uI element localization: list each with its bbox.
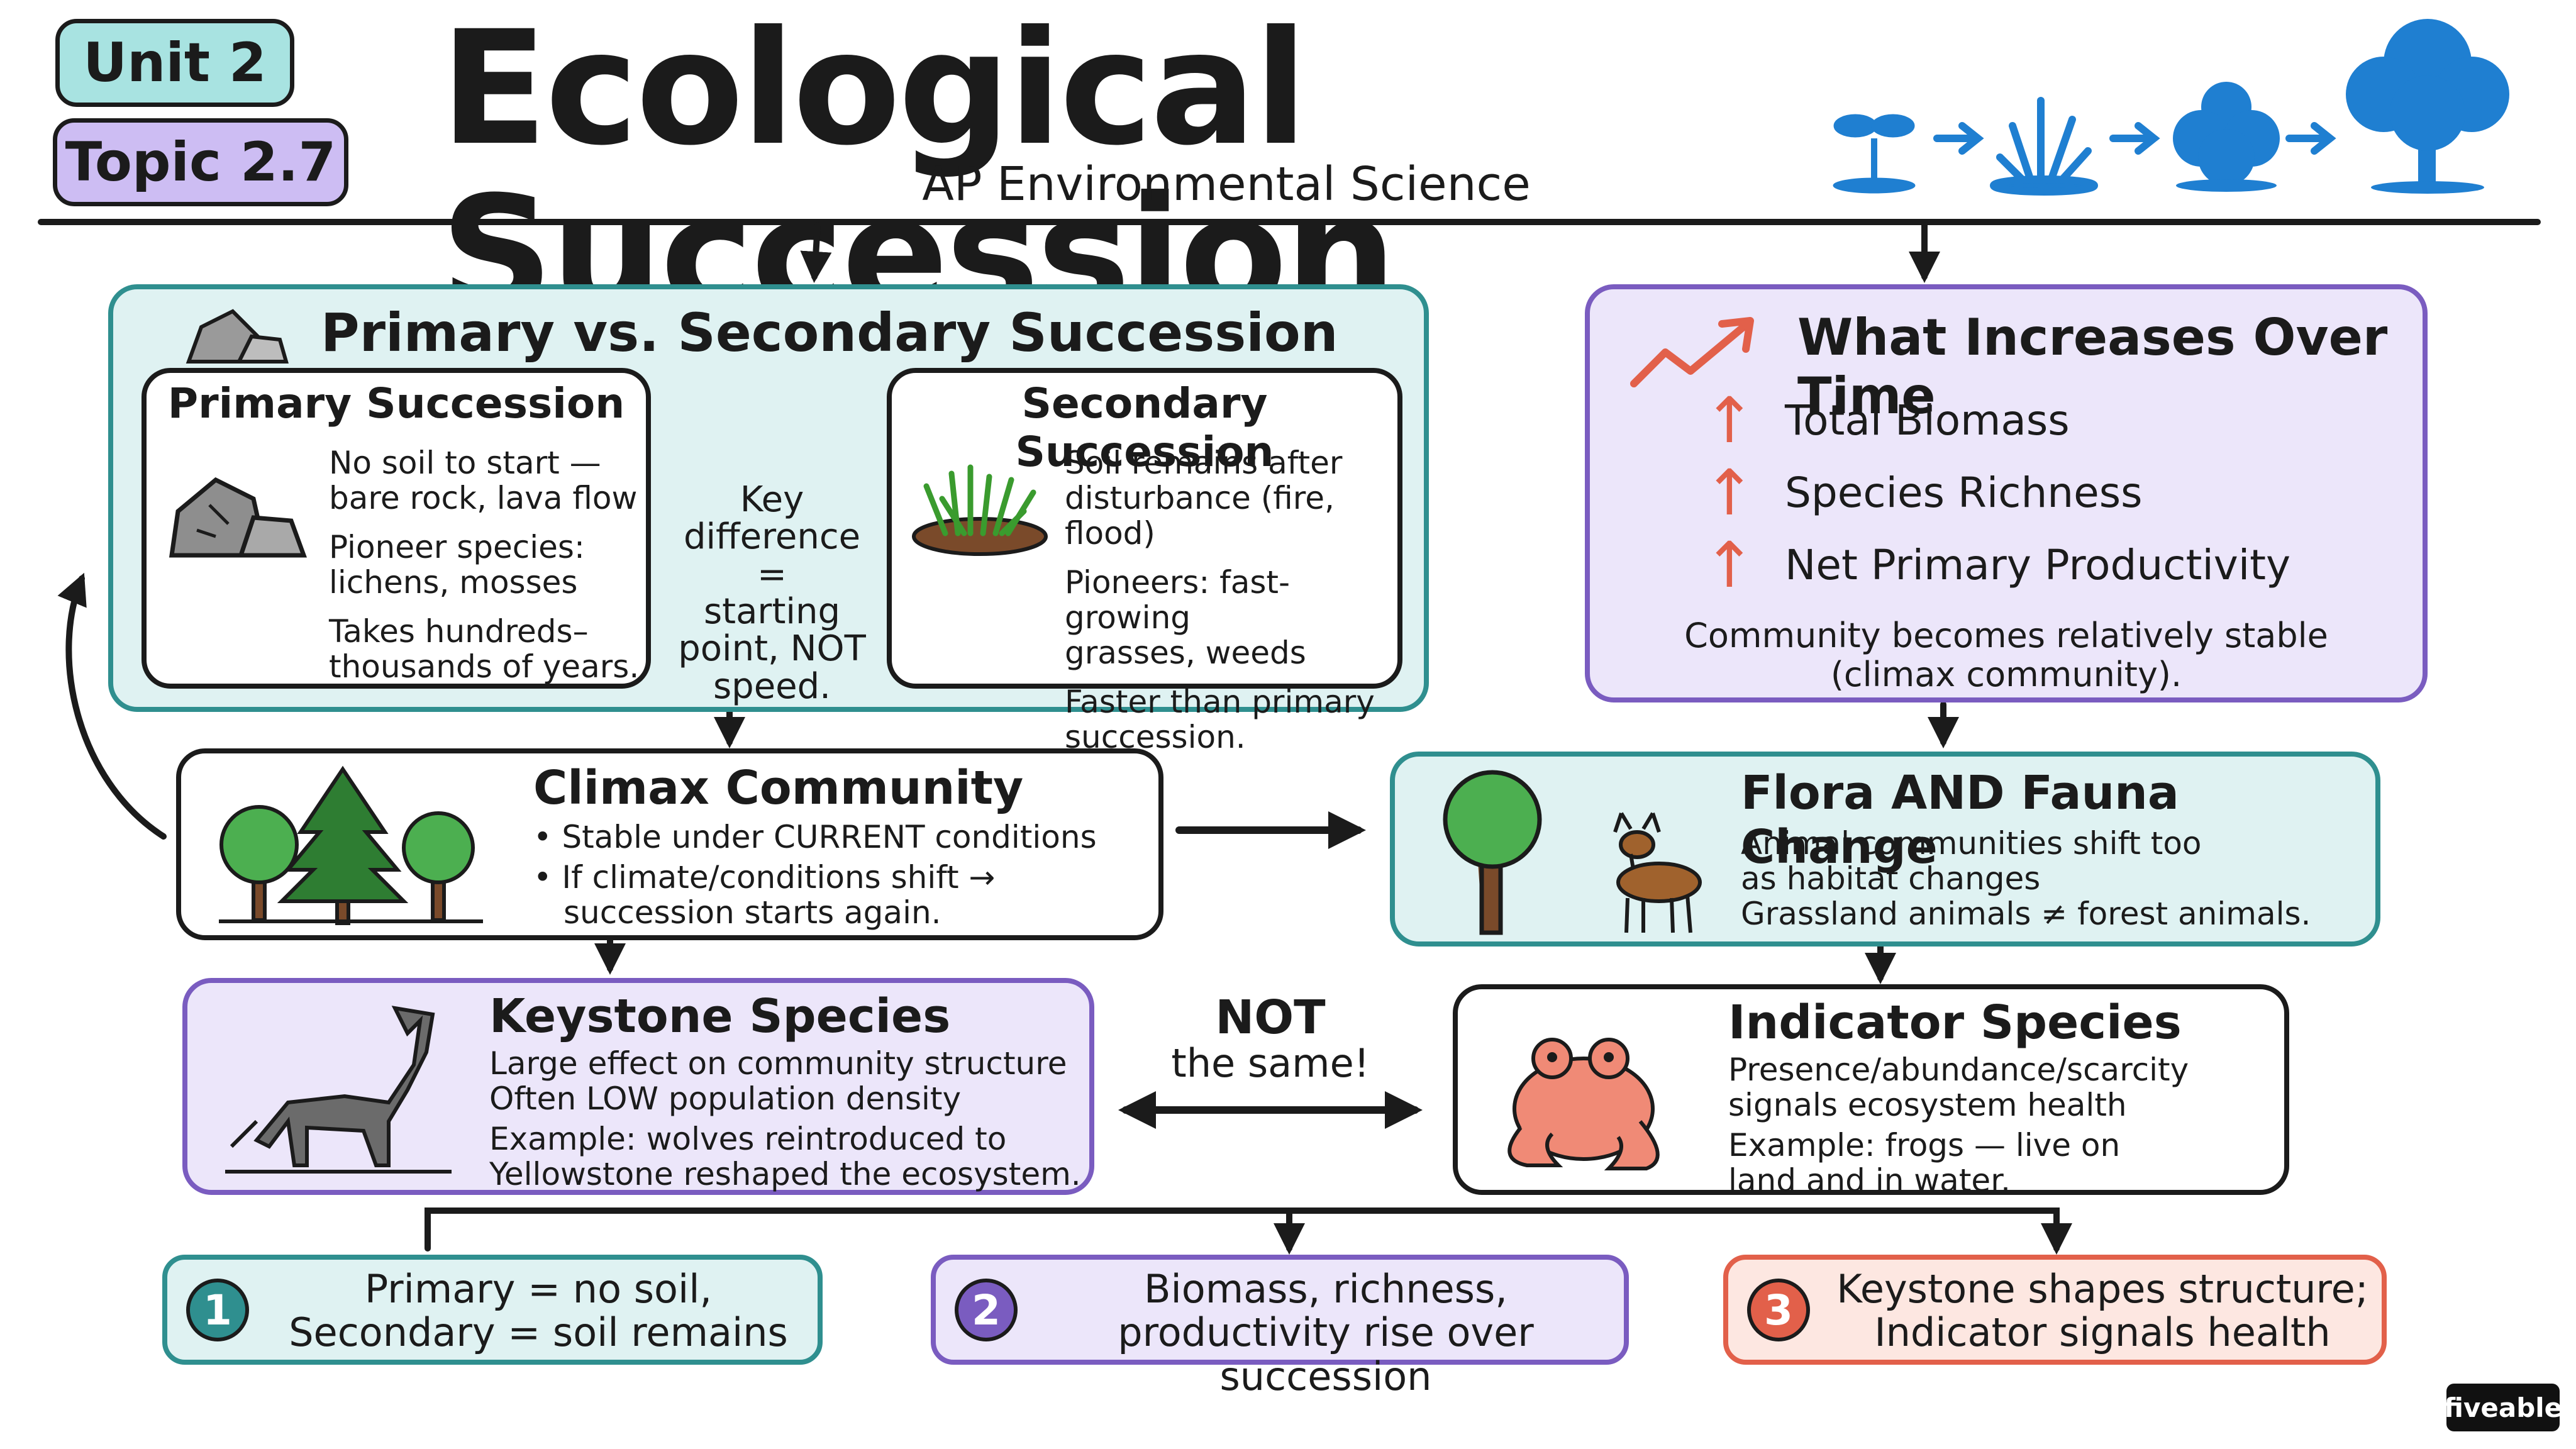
climax-title: Climax Community (533, 761, 1024, 815)
wolf-icon (225, 1006, 452, 1174)
takeaway-2: 2 Biomass, richness, productivity rise o… (931, 1255, 1629, 1398)
increases-panel: What Increases Over Time ↑ Total Biomass… (1585, 284, 2428, 702)
flora-fauna-panel: Flora AND Fauna Change Animal communitie… (1390, 752, 2380, 947)
unit-badge: Unit 2 (55, 19, 294, 107)
rocks-icon (169, 477, 307, 558)
key-difference-note: Key difference = starting point, NOT spe… (678, 479, 866, 707)
indicator-title: Indicator Species (1728, 996, 2182, 1050)
increase-item: ↑ Species Richness (1703, 456, 2143, 530)
secondary-title: Secondary Succession (1015, 379, 1274, 476)
header-divider (38, 219, 2541, 225)
indicator-lines: Presence/abundance/scarcity signals ecos… (1728, 1052, 2189, 1199)
keystone-panel: Keystone Species Large effect on communi… (182, 978, 1094, 1195)
tree-icon (2346, 19, 2509, 194)
primary-title: Primary Succession (167, 379, 625, 428)
takeaway-text: Keystone shapes structure; Indicator sig… (1836, 1266, 2368, 1356)
flora-fauna-title: Flora AND Fauna Change (1741, 766, 2179, 874)
deer-icon (1613, 812, 1702, 933)
takeaway-text: Biomass, richness, productivity rise ove… (1118, 1266, 1534, 1399)
not-same-label: NOT the same! (1171, 991, 1370, 1086)
succession-strip (1833, 19, 2509, 196)
takeaway-number: 2 (955, 1279, 1018, 1341)
up-arrow-icon: ↑ (1703, 528, 1756, 602)
secondary-points: Soil remains after disturbance (fire, fl… (1065, 445, 1375, 755)
grass-icon (1990, 97, 2098, 196)
takeaway-1: 1 Primary = no soil, Secondary = soil re… (162, 1255, 823, 1365)
climax-bullets: • Stable under CURRENT conditions • If c… (533, 819, 1162, 930)
shrub-icon (2173, 82, 2280, 192)
increases-note: Community becomes relatively stable (cli… (1684, 616, 2328, 695)
topic-label: Topic 2.7 (65, 131, 336, 194)
bullet: • Stable under CURRENT conditions (533, 819, 1097, 855)
arrow-icon (2285, 122, 2336, 155)
takeaway-text: Primary = no soil, Secondary = soil rema… (289, 1266, 788, 1356)
rocks-icon (186, 309, 289, 364)
increase-item: ↑ Net Primary Productivity (1703, 528, 2291, 602)
indicator-panel: Indicator Species Presence/abundance/sca… (1453, 984, 2289, 1199)
forest-icon (219, 765, 483, 925)
frog-icon (1507, 1038, 1660, 1170)
topic-badge: Topic 2.7 (53, 118, 348, 206)
page-subtitle: AP Environmental Science (922, 157, 1531, 211)
succession-panel: Primary vs. Secondary Succession Primary… (108, 284, 1429, 755)
takeaway-3: 3 Keystone shapes structure; Indicator s… (1723, 1255, 2387, 1365)
succession-panel-title: Primary vs. Secondary Succession (321, 302, 1338, 364)
flora-fauna-lines: Animal communities shift too as habitat … (1741, 825, 2311, 932)
bullet: • If climate/conditions shift → (533, 859, 996, 896)
trend-up-icon (1630, 317, 1754, 387)
seedling-icon (1833, 114, 1916, 194)
unit-label: Unit 2 (83, 31, 267, 94)
increases-title: What Increases Over Time (1797, 308, 2388, 425)
takeaway-number: 1 (186, 1279, 249, 1341)
oak-tree-icon (1443, 770, 1542, 935)
secondary-succession-card: Secondary Succession Soil remains after … (887, 368, 1402, 755)
grass-soil-icon (912, 464, 1048, 556)
takeaway-number: 3 (1747, 1279, 1810, 1341)
up-arrow-icon: ↑ (1703, 384, 1756, 457)
keystone-title: Keystone Species (489, 989, 951, 1043)
keystone-lines: Large effect on community structure Ofte… (489, 1045, 1081, 1192)
primary-succession-card: Primary Succession No soil to start — ba… (142, 368, 651, 689)
increase-item: ↑ Total Biomass (1703, 384, 2070, 457)
climax-panel: Climax Community • Stable under CURRENT … (176, 748, 1163, 940)
arrow-icon (1933, 122, 1984, 155)
fiveable-logo: fiveable (2444, 1384, 2562, 1431)
arrow-icon (2109, 122, 2160, 155)
up-arrow-icon: ↑ (1703, 456, 1756, 530)
primary-points: No soil to start — bare rock, lava flow … (329, 445, 640, 685)
